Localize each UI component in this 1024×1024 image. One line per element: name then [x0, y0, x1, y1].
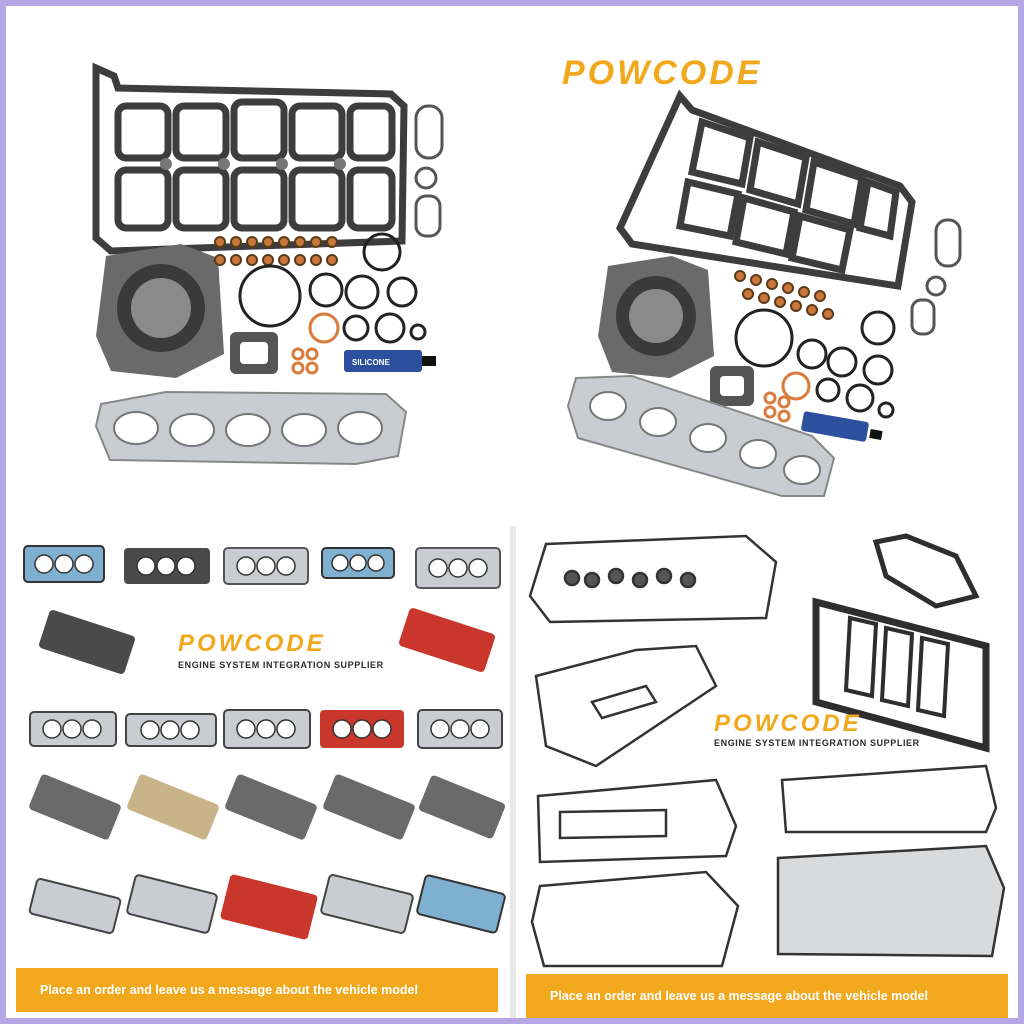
- exhaust-manifold-gasket: [94, 390, 408, 466]
- order-message-banner: Place an order and leave us a message ab…: [526, 974, 1008, 1018]
- gasket-kit-photo-left: SILICONE: [6, 6, 512, 526]
- gasket-row-5: [28, 874, 506, 940]
- valve-cover-gaskets: [528, 534, 1006, 968]
- valve-cover-gasket-grid: [528, 533, 1006, 968]
- head-gasket-catalog: POWCODE ENGINE SYSTEM INTEGRATION SUPPLI…: [6, 526, 508, 1018]
- rear-main-seal-housing: [96, 244, 224, 378]
- o-rings: [734, 308, 896, 419]
- gasket-kit-illustration: SILICONE: [92, 62, 444, 466]
- valve-cover-gasket-catalog: POWCODE ENGINE SYSTEM INTEGRATION SUPPLI…: [516, 526, 1018, 1018]
- brand-logo: POWCODE: [714, 710, 862, 737]
- gasket-row-2: [39, 608, 495, 674]
- gasket-kit-illustration-angled: [566, 89, 962, 497]
- o-rings: [238, 232, 427, 344]
- copper-seals: [763, 371, 811, 423]
- bolt-holes: [160, 158, 346, 170]
- valve-cover-gasket: [615, 89, 916, 290]
- copper-seals: [291, 312, 340, 375]
- product-collage: SILICONE POWCODE: [6, 6, 1018, 1018]
- tube-label: SILICONE: [352, 358, 390, 367]
- valve-stem-seals: [214, 236, 338, 266]
- gasket-kit-photo-right: POWCODE: [512, 6, 1018, 526]
- rear-main-seal-housing: [598, 256, 714, 378]
- panel-divider: [510, 526, 516, 1018]
- dark-valve-cover-gasket: [812, 533, 990, 753]
- gasket-row-4: [29, 774, 505, 840]
- silicone-tube: [344, 350, 436, 372]
- silicone-tube: [801, 411, 883, 442]
- valve-stem-seals: [734, 270, 834, 320]
- exhaust-manifold-gasket: [566, 374, 836, 497]
- side-seals: [414, 104, 444, 238]
- cylinder-bores: [34, 554, 490, 740]
- brand-tagline: ENGINE SYSTEM INTEGRATION SUPPLIER: [714, 738, 920, 748]
- brand-logo: POWCODE: [178, 630, 326, 657]
- head-gasket-grid: [23, 545, 506, 940]
- valve-cover-gasket: [92, 62, 408, 255]
- brand-logo: POWCODE: [562, 54, 763, 92]
- order-message-banner: Place an order and leave us a message ab…: [16, 968, 498, 1012]
- brand-tagline: ENGINE SYSTEM INTEGRATION SUPPLIER: [178, 660, 384, 670]
- side-seals: [910, 218, 962, 336]
